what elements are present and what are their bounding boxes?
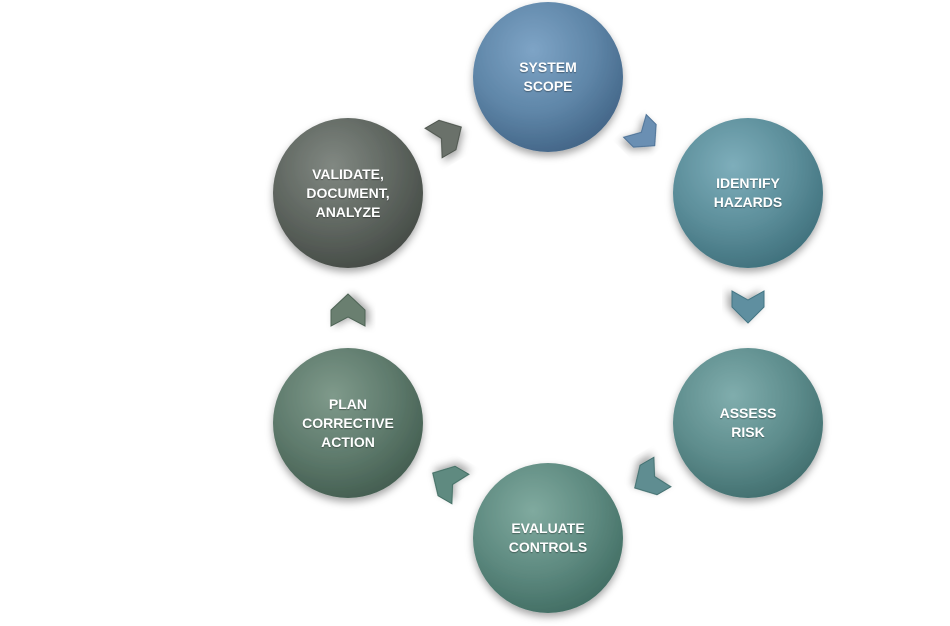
arrow-identify-to-assess [731, 290, 765, 324]
step-circle-system-scope [473, 2, 623, 152]
step-circle-identify-hazards [673, 118, 823, 268]
step-circle-evaluate-controls [473, 463, 623, 613]
arrow-evaluate-to-plan [432, 465, 470, 505]
step-circle-validate-document-analyze [273, 118, 423, 268]
arrow-plan-to-validate [330, 293, 366, 327]
arrow-assess-to-evaluate [634, 456, 672, 496]
arrow-system-to-identify [622, 113, 657, 148]
arrow-validate-to-system [424, 119, 462, 159]
step-circle-plan-corrective-action [273, 348, 423, 498]
step-circle-assess-risk [673, 348, 823, 498]
